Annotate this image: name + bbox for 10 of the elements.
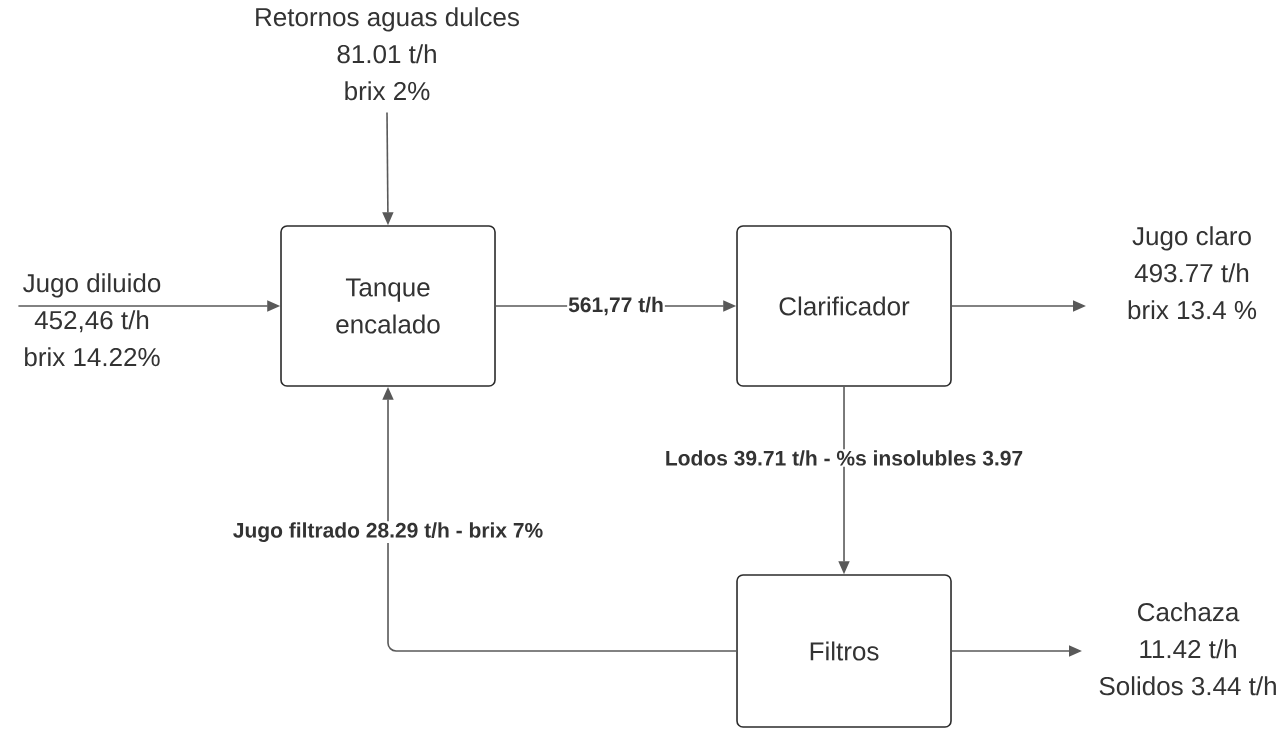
stream-label: Jugo diluido 452,46 t/h brix 14.22%: [23, 273, 161, 367]
stream-label: Cachaza 11.42 t/h Solidos 3.44 t/h: [1099, 602, 1276, 696]
process-box: Filtros: [736, 574, 952, 728]
edge-label: Lodos 39.71 t/h - %s insolubles 3.97: [663, 449, 1025, 467]
stream-label: Retornos aguas dulces 81.01 t/h brix 2%: [256, 7, 519, 101]
process-box: Tanque encalado: [280, 225, 496, 387]
stream-label: Jugo claro 493.77 t/h brix 13.4 %: [1128, 226, 1257, 320]
edge-label: Jugo filtrado 28.29 t/h - brix 7%: [231, 521, 545, 543]
edge-label: 561,77 t/h: [567, 295, 665, 317]
process-box: Clarificador: [736, 225, 952, 387]
